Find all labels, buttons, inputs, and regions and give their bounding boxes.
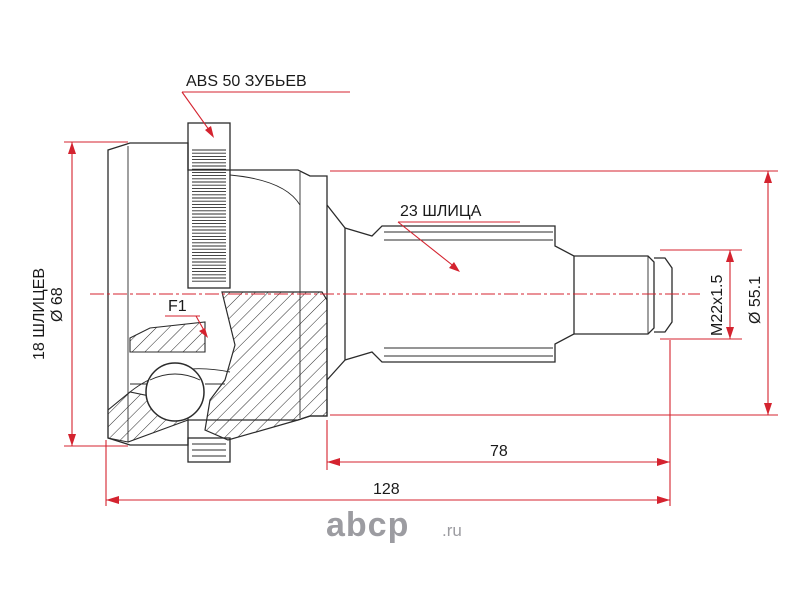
- section-cut: [107, 291, 328, 443]
- leader-abs: [181, 91, 350, 138]
- abs-ring-lower-teeth: [192, 443, 226, 457]
- logo-suffix: .ru: [442, 521, 462, 540]
- label-abs-teeth: ABS 50 ЗУБЬЕВ: [186, 73, 307, 90]
- abs-ring: [187, 122, 231, 463]
- label-shaft-length: 78: [490, 443, 508, 460]
- logo-name: abcp: [326, 506, 409, 544]
- shaft-splines: [384, 231, 553, 357]
- shaft: [326, 204, 673, 381]
- abcp-logo: abcp .ru: [326, 506, 462, 544]
- dim-shaft-length: [326, 340, 671, 470]
- joint-ball: [145, 362, 205, 422]
- dim-thread: [660, 249, 742, 340]
- leader-splines: [397, 221, 520, 272]
- label-total-length: 128: [373, 481, 400, 498]
- dim-total-length: [105, 440, 671, 506]
- label-f1: F1: [168, 298, 187, 315]
- label-thread: M22x1.5: [709, 275, 726, 336]
- dim-outer-diameter: [64, 141, 128, 447]
- dim-seal-diameter: [330, 170, 778, 416]
- label-spline-count: 23 ШЛИЦА: [400, 203, 482, 220]
- label-outer-diameter: Ø 68: [49, 287, 66, 322]
- label-seal-diameter: Ø 55.1: [747, 276, 764, 324]
- leader-f1: [165, 315, 208, 338]
- abs-ring-teeth: [192, 149, 226, 282]
- label-inner-splines: 18 ШЛИЦЕВ: [31, 268, 48, 360]
